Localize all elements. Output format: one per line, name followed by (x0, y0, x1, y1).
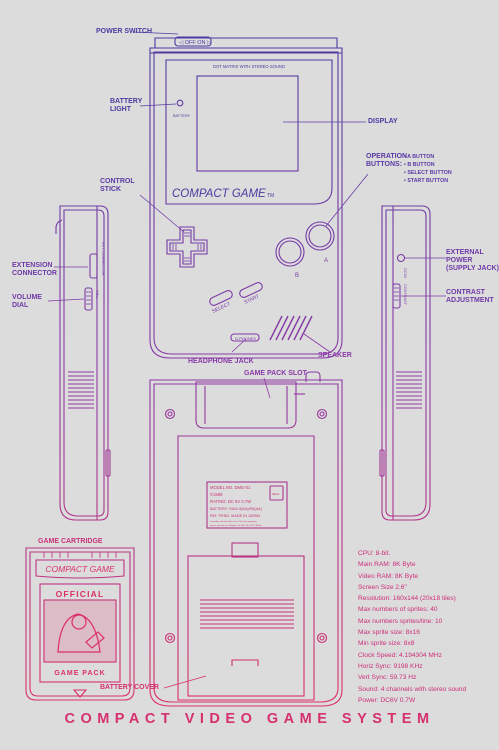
left-side-view (55, 205, 111, 521)
label-battery-light: BATTERY LIGHT (110, 98, 143, 113)
button-b-label: B (295, 273, 299, 279)
battery-text: BATTERY (173, 114, 191, 118)
label-volume-dial: VOLUME DIAL (12, 294, 42, 309)
label-display: DISPLAY (368, 118, 398, 125)
side-dc-text: DC6V (403, 268, 407, 279)
select-label: SELECT (211, 301, 231, 315)
button-a-label: A (324, 258, 328, 264)
start-button[interactable] (238, 281, 263, 298)
spec-item: Clock Speed: 4.194304 MHz (358, 651, 442, 659)
side-contrast-text: CONTRAST (403, 284, 407, 306)
spec-item: Main RAM: 8K Byte (358, 561, 416, 569)
screen-caption: DOT MATRIX WITH STEREO SOUND (213, 64, 285, 69)
label-external-power: EXTERNAL POWER (SUPPLY JACK) (446, 249, 499, 272)
label-game-pack-slot: GAME PACK SLOT (244, 370, 307, 377)
operation-list-a: • A BUTTON (404, 154, 435, 160)
label-power-switch: POWER SWITCH (96, 28, 152, 35)
front-view (149, 36, 343, 359)
cartridge-official: OFFICIAL (56, 589, 105, 599)
external-power-jack (396, 253, 406, 263)
cartridge-label-frame (39, 583, 121, 683)
b-button[interactable] (275, 237, 305, 267)
cartridge-top-label (35, 559, 125, 579)
label-operation-buttons: OPERATION BUTTONS: (366, 153, 408, 168)
operation-list: • A BUTTON • B BUTTON • SELECT BUTTON • … (404, 153, 452, 185)
brand-tm: TM (267, 193, 274, 199)
battery-cover (187, 555, 305, 697)
start-label: START (243, 294, 260, 306)
a-button[interactable] (305, 221, 335, 251)
contrast-dial[interactable] (392, 283, 401, 309)
operation-list-start: • START BUTTON (404, 178, 449, 184)
extension-connector (89, 253, 98, 279)
spec-item: CPU: 8-bit. (358, 550, 391, 557)
spec-item: Max sprite size: 8x16 (358, 629, 420, 637)
label-speaker: SPEAKER (318, 352, 352, 359)
cartridge (25, 547, 135, 701)
spec-item: Power: DC6V 0.7W (358, 696, 416, 704)
spec-item: Screen Size 2.6" (358, 583, 407, 591)
spec-item: Vert Sync: 59.73 Hz (358, 674, 417, 682)
label-seal: SEAL (272, 492, 280, 496)
screen-bezel (165, 59, 333, 205)
label-headphone-jack: HEADPHONE JACK (188, 358, 254, 365)
brand-text: COMPACT GAME (172, 188, 266, 200)
label-game-cartridge: GAME CARTRIDGE (38, 538, 103, 545)
label-battery-cover: BATTERY COVER (100, 684, 159, 691)
back-view (149, 371, 343, 707)
label-copyright: ©1989 (210, 492, 223, 497)
cartridge-figure (57, 613, 101, 653)
label-small-2: device pursuant to Subpart J of Part 15 … (210, 524, 263, 527)
spec-item: Min sprite size: 8x8 (358, 640, 415, 648)
label-battery: BATTERY: SUM-3(AA)/R6(AA) (210, 507, 263, 511)
front-body-inner (153, 51, 339, 355)
cartridge-brand: COMPACT GAME (45, 564, 115, 574)
spec-item: Resolution: 160x144 (20x18 tiles) (358, 595, 456, 603)
power-switch[interactable] (174, 36, 212, 47)
operation-list-select: • SELECT BUTTON (404, 170, 452, 176)
battery-light (176, 99, 184, 107)
label-patent: PAT. PEND. MADE IN JAPAN (210, 514, 260, 518)
cartridge-artwork (43, 599, 117, 663)
cartridge-game-pack: GAME PACK (54, 670, 105, 677)
d-pad[interactable] (166, 226, 208, 268)
label-control-stick: CONTROL STICK (100, 178, 135, 193)
label-extension-connector: EXTENSION CONNECTOR (12, 262, 57, 277)
volume-dial[interactable] (84, 287, 93, 311)
phones-label: Ω PHONES (235, 336, 256, 341)
spec-item: Horiz Sync: 9198 KHz (358, 662, 423, 670)
back-label (206, 481, 288, 529)
side-ext-text: EXT. CONNECTOR (101, 242, 105, 276)
spec-item: Max numbers sprites/line: 10 (358, 617, 443, 625)
label-rating: RATING: DC 6V 0.7W (210, 499, 251, 504)
label-model: MODEL NO. DMG-01 (210, 485, 251, 490)
label-contrast-adjustment: CONTRAST ADJUSTMENT (446, 289, 494, 304)
speaker-grille (269, 315, 313, 341)
side-vol-text: VOL. (95, 290, 99, 299)
operation-list-b: • B BUTTON (404, 162, 435, 168)
select-button[interactable] (208, 289, 233, 306)
display (196, 75, 299, 172)
front-body (149, 47, 343, 359)
spec-list: CPU: 8-bit. Main RAM: 8K Byte Video RAM:… (358, 548, 496, 706)
leader-lines (47, 31, 446, 689)
spec-item: Max numbers of sprites: 40 (358, 606, 438, 614)
label-small-1: Complies with the limits for a Class B c… (210, 520, 257, 523)
spec-item: Sound: 4 channels with stereo sound (358, 685, 467, 693)
game-pack-slot (195, 381, 297, 429)
back-recess (177, 435, 315, 701)
poster-title: COMPACT VIDEO GAME SYSTEM (64, 711, 435, 727)
right-side-view (379, 205, 431, 521)
headphone-jack (230, 333, 260, 342)
top-edge (154, 37, 338, 48)
spec-item: Video RAM: 8K Byte (358, 572, 418, 580)
switch-text: ◁ OFF ON ▷ (179, 40, 212, 46)
